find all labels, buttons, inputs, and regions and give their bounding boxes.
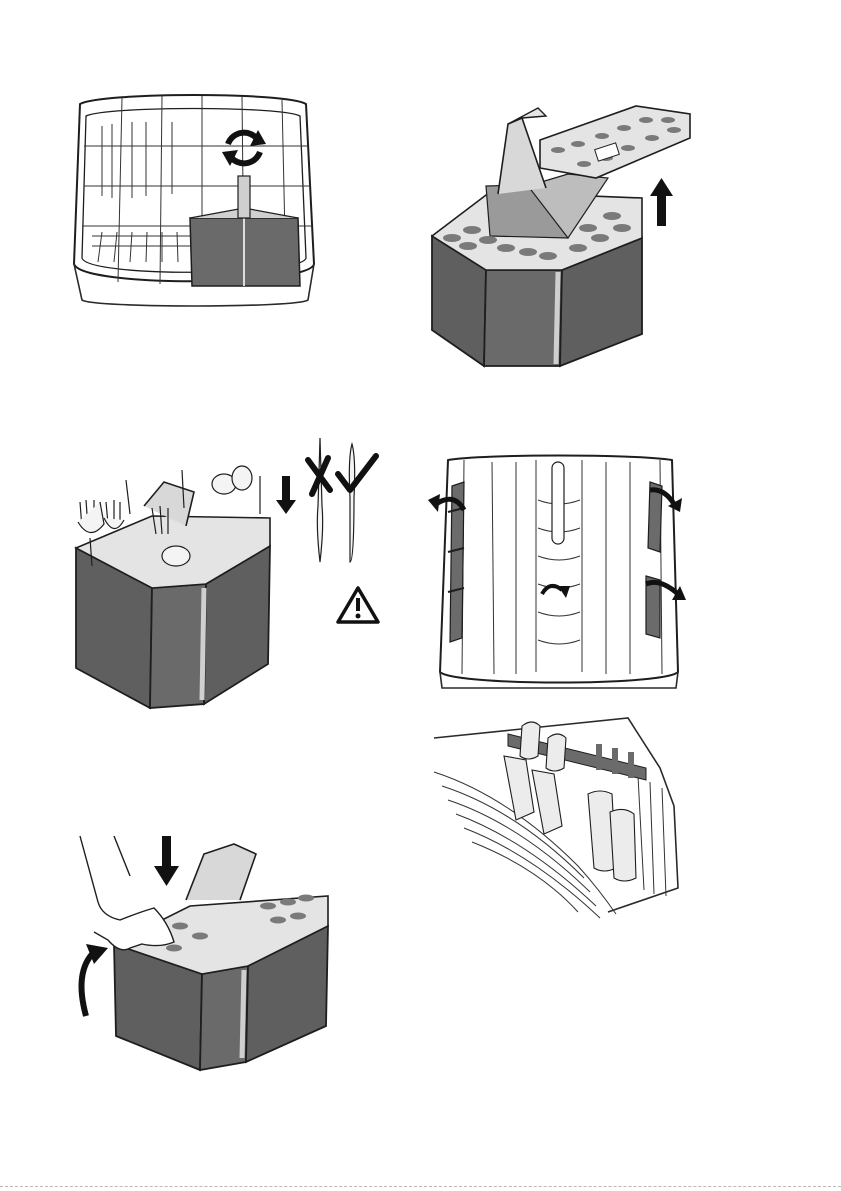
glasses [504,722,636,881]
figure-lid-removal [428,98,700,370]
arrow-down-icon [154,836,179,886]
warning-triangle-icon [338,588,378,622]
cutlery-basket [76,482,270,708]
cutlery-basket-lid[interactable] [540,106,690,178]
hand [80,836,174,950]
upper-basket-frame [440,456,678,689]
figure-cutlery-loading [64,438,376,710]
rotate-arrows-icon [222,130,266,166]
curved-arrow-icon [82,944,109,1016]
figure-lid-closing [50,836,346,1074]
cutlery-basket-small [190,176,300,286]
arrow-down-icon [276,476,296,514]
page-bottom-rule [0,1186,841,1187]
cutlery-basket [114,844,328,1070]
arrow-up-icon [650,178,673,226]
knife-wrong [317,438,322,562]
figure-upper-basket-glasses [428,716,684,922]
figure-lower-basket [62,86,324,314]
figure-upper-basket-racks [424,452,694,696]
check-mark-icon [338,456,376,490]
knife-correct [349,444,354,562]
